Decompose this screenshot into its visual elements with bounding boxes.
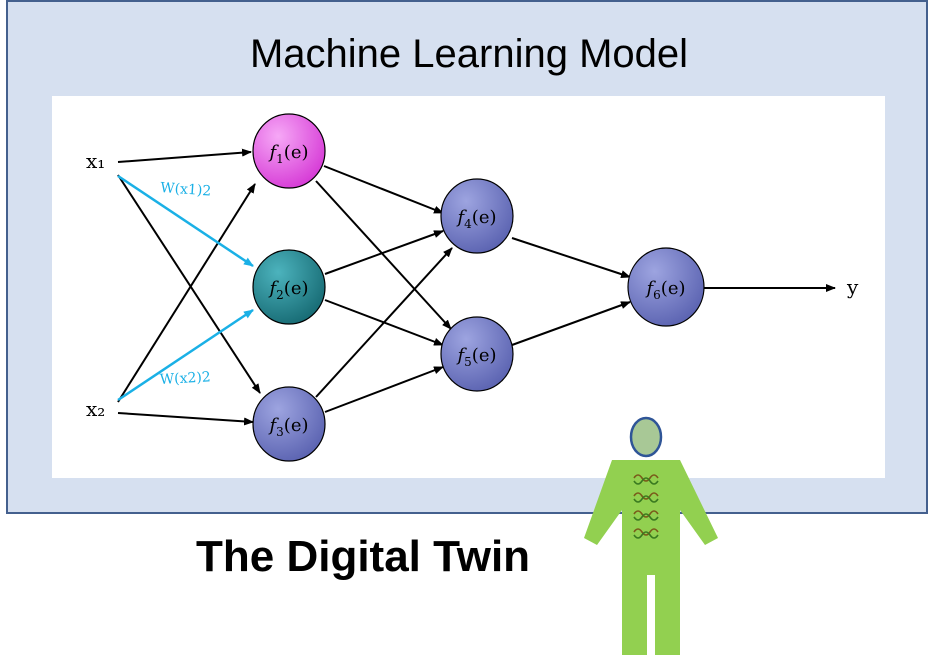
edge-x1-f3 (117, 174, 261, 394)
edge-f1-f4 (323, 165, 444, 214)
edge-f2-f4 (324, 230, 444, 275)
edge-f4-f6 (511, 237, 631, 278)
input-label-x1: x₁ (86, 149, 105, 173)
neuron-f2: f2(e) (252, 249, 326, 325)
edge-x2-f1 (117, 183, 256, 403)
model-title: Machine Learning Model (249, 32, 689, 76)
weight-arrow-x2-f2 (117, 308, 254, 402)
input-label-x2: x₂ (86, 397, 105, 421)
neuron-f3: f3(e) (252, 386, 326, 462)
neuron-f6: f6(e) (627, 247, 705, 327)
edge-f5-f6 (511, 301, 631, 346)
weight-label-x2: W(x2)2 (159, 369, 211, 388)
edge-f3-f4 (315, 247, 453, 398)
edge-x1-f1 (117, 148, 252, 163)
svg-text:f6(e): f6(e) (644, 278, 685, 302)
edge-f3-f5 (324, 366, 444, 413)
neuron-f4: f4(e) (440, 178, 514, 254)
neuron-f5: f5(e) (440, 316, 514, 392)
svg-text:f2(e): f2(e) (267, 278, 308, 302)
svg-text:f3(e): f3(e) (267, 415, 308, 439)
digital-twin-title: The Digital Twin (196, 532, 531, 581)
weight-arrow-x1-f2 (117, 174, 254, 268)
neuron-f1: f1(e) (252, 113, 326, 189)
edge-x2-f3 (117, 412, 254, 426)
output-label-y: y (846, 275, 859, 299)
dna-icon (633, 474, 659, 539)
edge-f1-f5 (315, 180, 452, 330)
weight-label-x1: W(x1)2 (160, 180, 212, 200)
